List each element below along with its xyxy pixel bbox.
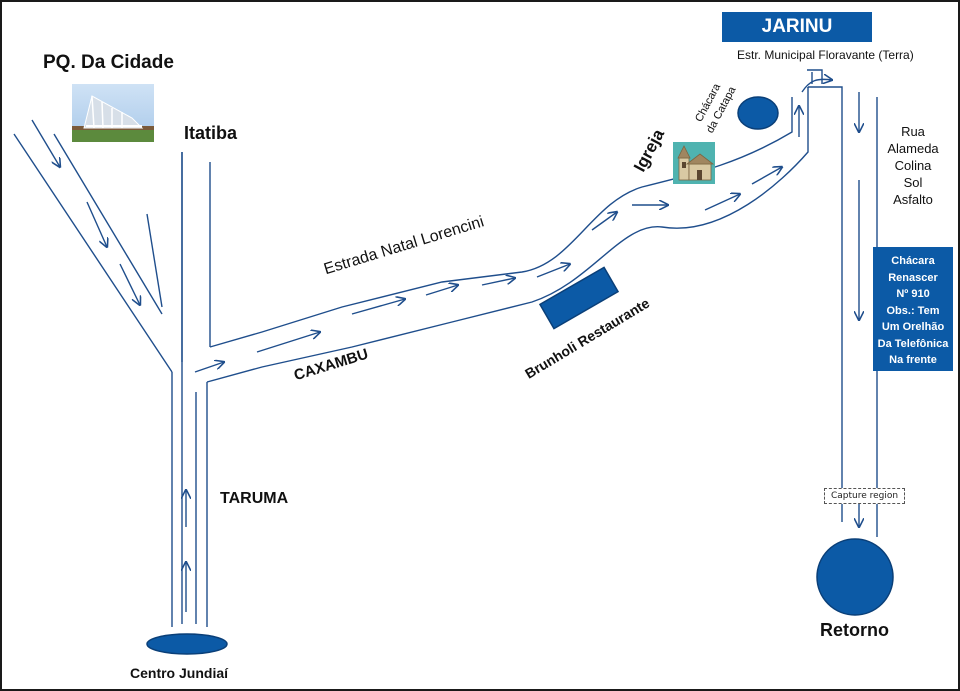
road-floravante [807,69,878,537]
renascer-line-6: Da Telefônica [877,337,949,350]
centro-marker-icon [146,633,228,655]
arrow-1 [31,119,60,167]
arrow-2 [86,201,107,247]
renascer-line-7: Na frente [889,354,937,366]
park-label: PQ. Da Cidade [43,52,174,73]
rua-line-1: Rua [901,124,925,139]
roundabout-circle-icon [816,538,894,616]
jarinu-box: JARINU [722,12,872,42]
direction-arrows [31,79,859,612]
arrow-3 [119,263,140,305]
catapa-oval-marker-icon [737,96,779,130]
church-icon [673,142,715,184]
arrow-15 [751,167,782,185]
jarinu-label: JARINU [761,16,833,37]
renascer-line-3: Nº 910 [896,288,930,300]
road-estrada-natal-lorencini [206,87,809,383]
arrow-10 [481,278,515,286]
rua-line-2: Alameda [887,141,939,156]
capture-region-label: Capture region [824,488,906,504]
rua-line-5: Asfalto [893,192,933,207]
renascer-line-4: Obs.: Tem [886,304,940,317]
arrow-12 [591,212,617,231]
itatiba-label: Itatiba [184,123,238,143]
road-taruma [171,152,208,627]
taruma-label: TARUMA [220,490,289,507]
road-diagonal-park [13,133,173,373]
restaurant-marker-icon [538,266,620,330]
road-itatiba [181,152,211,362]
arrow-7 [256,332,320,353]
arrow-9 [425,285,458,296]
arrow-8 [351,299,405,315]
arrow-11 [536,264,570,278]
arrow-14 [704,194,740,211]
retorno-label: Retorno [820,620,889,640]
park-structure-photo-icon [72,84,154,142]
rua-line-3: Colina [894,158,932,173]
arrow-6 [194,362,224,373]
renascer-line-1: Chácara [891,255,935,267]
rua-line-4: Sol [903,175,923,190]
chacara-renascer-box: Chácara Renascer Nº 910 Obs.: Tem Um Ore… [873,247,953,371]
rua-description: Rua Alameda Colina Sol Asfalto [877,123,949,208]
renascer-line-5: Um Orelhão [881,321,945,333]
arrow-17 [801,79,832,93]
renascer-line-2: Renascer [888,271,938,284]
centro-label: Centro Jundiaí [130,665,229,681]
estr-municipal-label: Estr. Municipal Floravante (Terra) [737,48,914,62]
